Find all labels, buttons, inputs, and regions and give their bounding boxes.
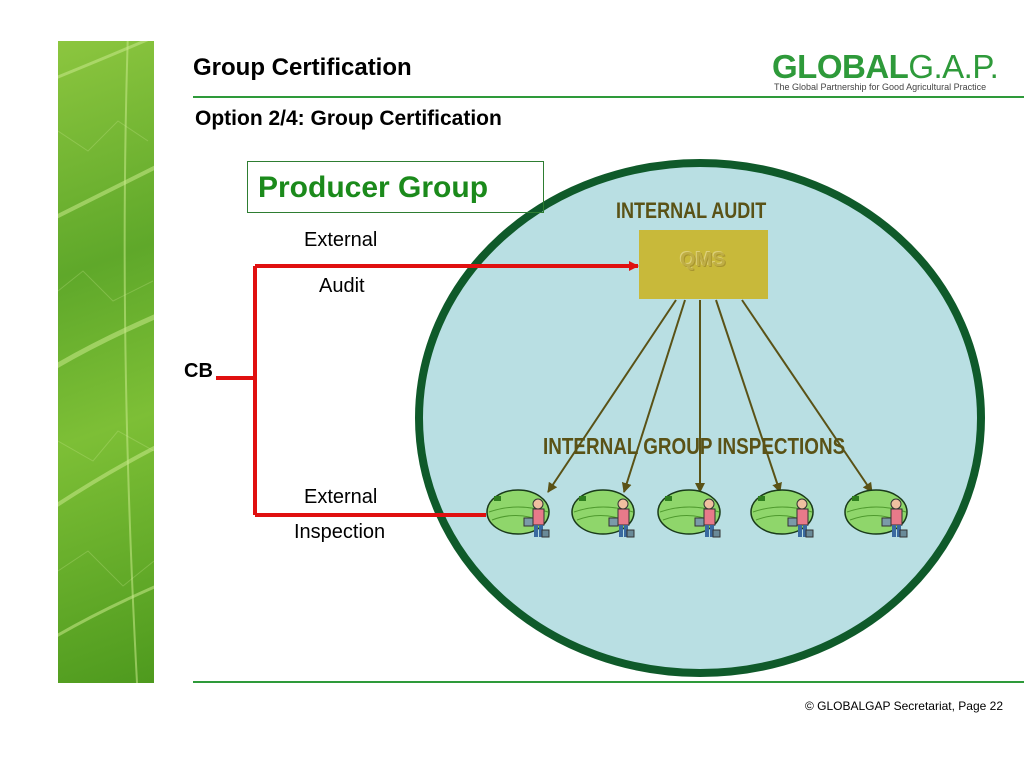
logo-bold: GLOBAL bbox=[772, 48, 909, 85]
external-inspection-label-line1: External bbox=[304, 486, 378, 508]
farm-icon bbox=[486, 488, 556, 552]
header-divider bbox=[193, 96, 1024, 98]
external-audit-label-line2: Audit bbox=[319, 275, 365, 297]
external-inspection-label-line2: Inspection bbox=[294, 521, 386, 543]
producer-group-box bbox=[247, 161, 544, 213]
farm-icon bbox=[657, 488, 727, 552]
farm-icon bbox=[750, 488, 820, 552]
logo-wordmark: GLOBALG.A.P. bbox=[772, 48, 999, 86]
farm-icon bbox=[571, 488, 641, 552]
external-audit-label-line1: External bbox=[304, 229, 378, 251]
qms-label: QMS bbox=[680, 249, 726, 271]
globalgap-logo: GLOBALG.A.P. The Global Partnership for … bbox=[772, 48, 1012, 98]
footer-divider bbox=[193, 681, 1024, 683]
internal-audit-label: INTERNAL AUDIT bbox=[616, 198, 767, 223]
logo-tagline: The Global Partnership for Good Agricult… bbox=[774, 82, 987, 92]
page-subtitle: Option 2/4: Group Certification bbox=[195, 107, 502, 130]
cb-label: CB bbox=[184, 360, 213, 382]
leaf-image bbox=[58, 41, 154, 683]
page-title: Group Certification bbox=[193, 54, 412, 81]
cb-connectors bbox=[216, 261, 639, 517]
logo-light: G.A.P. bbox=[908, 48, 999, 85]
internal-group-inspections-label: INTERNAL GROUP INSPECTIONS bbox=[543, 433, 846, 459]
farm-icon bbox=[844, 488, 914, 552]
inspection-arrows bbox=[547, 299, 873, 493]
qms-box bbox=[639, 230, 768, 299]
producer-group-label: Producer Group bbox=[258, 171, 489, 204]
footer-copyright: © GLOBALGAP Secretariat, Page 22 bbox=[804, 699, 1003, 713]
